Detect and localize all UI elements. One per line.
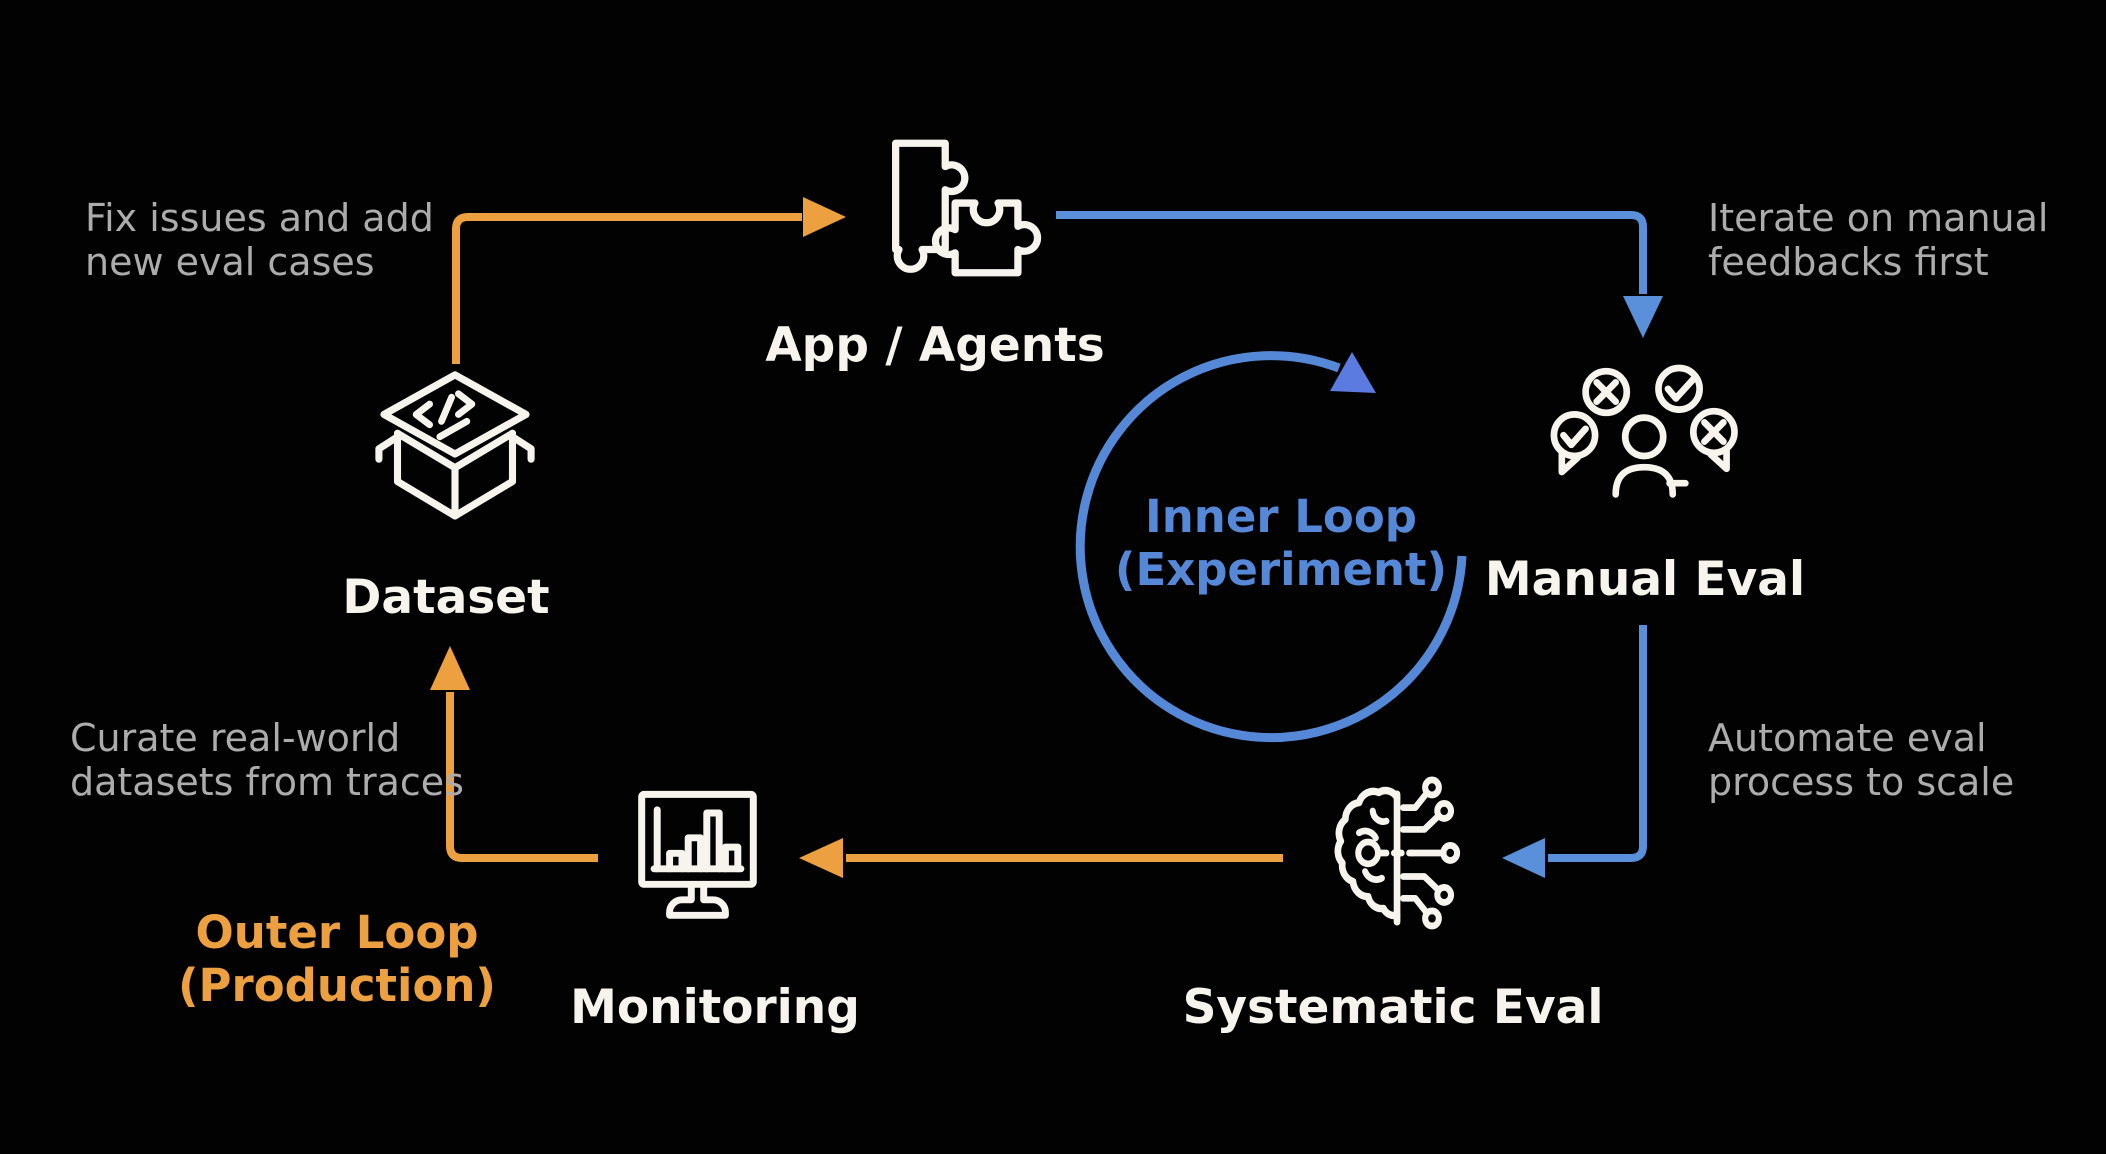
node-label-manual-eval: Manual Eval: [1484, 552, 1806, 607]
inner-loop-label: Inner Loop (Experiment): [1021, 490, 1541, 596]
arrow-app-to-manual-eval-head: [1623, 296, 1663, 338]
inner-loop-label-line2: (Experiment): [1114, 543, 1448, 597]
open-box-code-icon: [362, 368, 548, 540]
arrow-manual-to-systematic-head: [1502, 838, 1545, 878]
node-label-monitoring: Monitoring: [570, 980, 860, 1035]
annotation-iterate-feedback-line1: Iterate on manual: [1708, 196, 2049, 240]
annotation-fix-issues: Fix issues and add new eval cases: [85, 196, 434, 285]
annotation-automate-scale-line1: Automate eval: [1708, 716, 1987, 760]
outer-loop-label: Outer Loop (Production): [77, 906, 597, 1012]
node-label-app-agents: App / Agents: [765, 318, 1105, 373]
brain-circuit-icon: [1318, 774, 1470, 942]
annotation-fix-issues-line1: Fix issues and add: [85, 196, 434, 240]
arrow-monitoring-to-dataset: [446, 692, 598, 862]
annotation-curate-datasets: Curate real-world datasets from traces: [70, 716, 464, 805]
annotation-automate-scale-line2: process to scale: [1708, 760, 2015, 805]
inner-loop-circle: [1075, 351, 1467, 743]
annotation-iterate-feedback-line2: feedbacks first: [1708, 240, 1989, 285]
inner-loop-label-line1: Inner Loop: [1145, 490, 1417, 543]
annotation-curate-datasets-line2: datasets from traces: [70, 760, 464, 805]
outer-loop-label-line2: (Production): [177, 959, 497, 1013]
inner-loop-arrowhead: [1330, 352, 1376, 393]
annotation-iterate-feedback: Iterate on manual feedbacks first: [1708, 196, 2048, 285]
people-review-icon: [1546, 360, 1744, 520]
annotation-automate-scale: Automate eval process to scale: [1708, 716, 2014, 805]
node-label-dataset: Dataset: [342, 570, 550, 625]
arrow-manual-to-systematic: [1548, 625, 1647, 862]
puzzle-icon: [856, 130, 1046, 296]
annotation-fix-issues-line2: new eval cases: [85, 240, 375, 285]
arrow-dataset-to-app-head: [803, 197, 846, 237]
monitor-chart-icon: [620, 782, 775, 937]
arrow-monitoring-to-dataset-head: [430, 646, 470, 690]
arrow-dataset-to-app: [452, 213, 802, 364]
arrow-systematic-to-monitoring-head: [799, 838, 843, 878]
node-label-systematic-eval: Systematic Eval: [1182, 980, 1604, 1035]
arrow-app-to-manual-eval: [1056, 211, 1647, 294]
outer-loop-label-line1: Outer Loop: [195, 906, 479, 959]
annotation-curate-datasets-line1: Curate real-world: [70, 716, 401, 760]
